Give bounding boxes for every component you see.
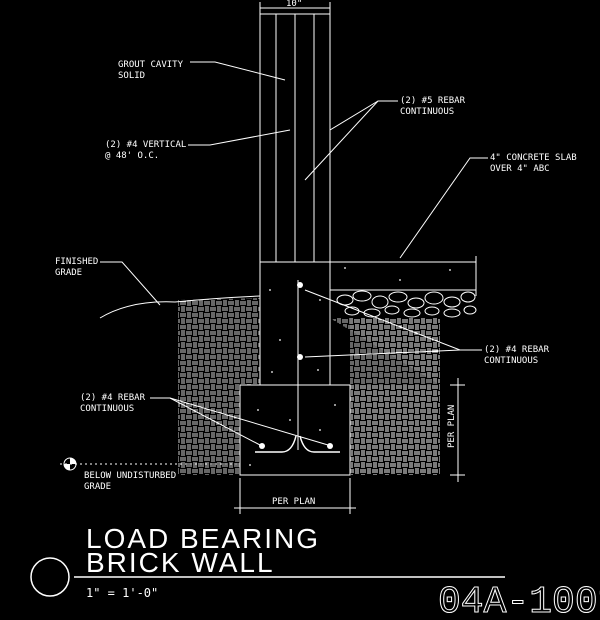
title-line-2: BRICK WALL (86, 547, 275, 578)
callout-slab-2: OVER 4" ABC (490, 164, 550, 174)
callout-grade-1: FINISHED (55, 257, 98, 267)
dimension-bottom: PER PLAN (234, 478, 356, 514)
finished-grade-line (99, 295, 261, 319)
callout-bondbeam-2: CONTINUOUS (400, 107, 454, 117)
dimension-top-text: 10" (286, 0, 302, 9)
scale-text: 1" = 1'-0" (86, 586, 158, 600)
dimension-right-text: PER PLAN (447, 405, 457, 448)
earth-hatch (178, 298, 440, 475)
callout-vertical-2: @ 48' O.C. (105, 151, 159, 161)
callout-vertical-1: (2) #4 VERTICAL (105, 140, 186, 150)
title-line-1: LOAD BEARING (86, 523, 320, 554)
footing (239, 384, 351, 476)
sheet-number: 04A-1001 (438, 581, 600, 620)
callout-undisturbed-1: BELOW UNDISTURBED (84, 471, 176, 481)
callout-undisturbed-2: GRADE (84, 482, 111, 492)
callout-grout-1: GROUT CAVITY (118, 60, 184, 70)
slab (329, 256, 477, 318)
gravel-base (336, 290, 477, 318)
dimension-right: PER PLAN (447, 378, 465, 482)
title-block: LOAD BEARING BRICK WALL 1" = 1'-0" 04A-1… (30, 523, 600, 620)
callout-grade-2: GRADE (55, 268, 82, 278)
callout-stem-rebar-2: CONTINUOUS (484, 356, 538, 366)
concrete-aggregate (249, 267, 451, 466)
callout-footing-rebar-1: (2) #4 REBAR (80, 393, 146, 403)
callout-footing-rebar-2: CONTINUOUS (80, 404, 134, 414)
dimension-top: 10" (259, 0, 331, 16)
callout-bondbeam-1: (2) #5 REBAR (400, 96, 466, 106)
callout-stem-rebar-1: (2) #4 REBAR (484, 345, 550, 355)
callout-grout-2: SOLID (118, 71, 145, 81)
elevation-marker-icon (60, 457, 240, 471)
dimension-bottom-text: PER PLAN (272, 497, 315, 507)
callout-slab-1: 4" CONCRETE SLAB (490, 153, 577, 163)
brick-wall (259, 13, 331, 263)
